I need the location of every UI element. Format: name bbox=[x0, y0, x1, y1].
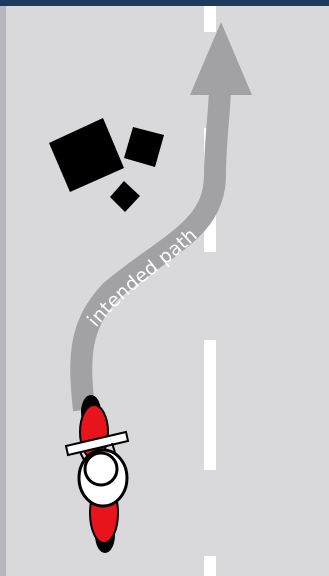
road-edge-line bbox=[0, 6, 6, 576]
rider-helmet bbox=[85, 453, 117, 485]
lane-dash bbox=[204, 556, 216, 576]
top-border-bar bbox=[0, 0, 329, 6]
lane-dash bbox=[204, 340, 216, 470]
lane-dash bbox=[204, 6, 216, 32]
